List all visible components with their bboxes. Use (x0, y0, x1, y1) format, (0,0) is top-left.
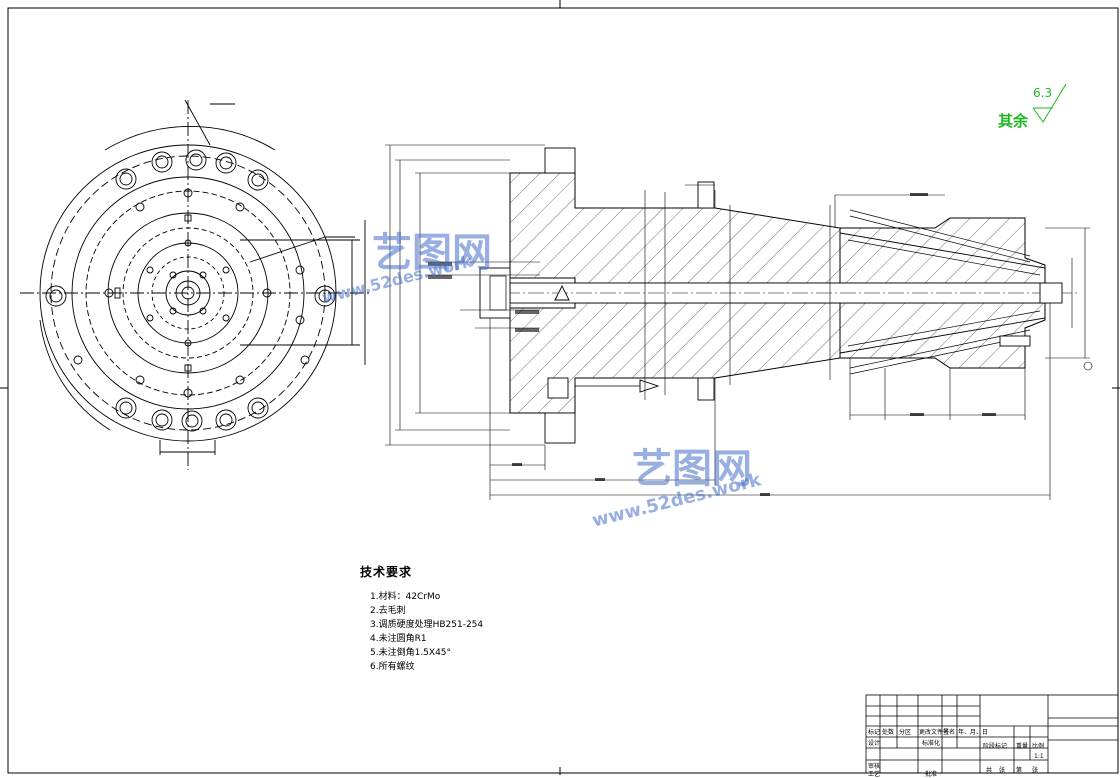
flange-bolt-holes (45, 149, 336, 432)
tb-cell: 审核 (868, 763, 881, 770)
tb-cell: 标记 (868, 729, 881, 736)
roughness-note: 其余 6.3 (998, 84, 1078, 132)
section-flange-top (509, 172, 841, 284)
technical-requirements: 技术要求 1.材料：42CrMo 2.去毛刺 3.调质硬度处理HB251-254… (360, 563, 680, 674)
tech-requirement-item: 6.所有螺纹 (370, 662, 415, 672)
tb-cell: 阶段标记 (983, 743, 1008, 750)
tb-cell: 比例 (1032, 743, 1045, 750)
tb-cell: 工艺 (868, 771, 881, 778)
tb-cell: 处数 (882, 729, 895, 736)
tech-requirement-item: 1.材料：42CrMo (370, 592, 441, 602)
tb-cell: 第 (1016, 767, 1023, 774)
tb-cell: 批准 (925, 771, 938, 778)
tech-requirement-item: 3.调质硬度处理HB251-254 (370, 620, 484, 630)
dimension-text-marks (428, 193, 996, 496)
section-view (479, 147, 1080, 444)
title-block-grid (865, 694, 1119, 774)
tb-cell: 张 (1032, 767, 1039, 774)
tech-requirement-item: 5.未注倒角1.5X45° (370, 648, 452, 658)
tb-cell: 重量 (1016, 743, 1029, 750)
tb-cell: 1:1 (1034, 753, 1044, 760)
tb-cell: 签名 (943, 729, 956, 736)
tb-cell: 标准化 (922, 740, 941, 747)
tb-cell: 共 (986, 767, 993, 774)
tech-requirements-title: 技术要求 (360, 565, 413, 579)
roughness-label: 其余 (998, 112, 1029, 130)
tech-requirement-item: 2.去毛刺 (370, 606, 406, 616)
roughness-value: 6.3 (1033, 86, 1053, 100)
tb-cell: 分区 (899, 729, 912, 736)
watermark-brand-bottom: 艺图网 (632, 446, 752, 492)
flange-end-view (20, 99, 370, 470)
watermark-brand-top: 艺图网 (372, 230, 492, 276)
tech-requirement-item: 4.未注圆角R1 (370, 634, 427, 644)
tb-cell: 更改文件号 (919, 729, 950, 736)
tb-cell: 年、月、日 (958, 729, 989, 736)
tb-cell: 张 (999, 767, 1006, 774)
section-flange-bottom (509, 302, 841, 414)
tb-cell: 设计 (868, 740, 881, 747)
title-block: 标记 处数 分区 更改文件号 签名 年、月、日 设计 标准化 阶段标记 重量 比… (866, 695, 1120, 778)
roughness-symbol (1032, 83, 1067, 123)
